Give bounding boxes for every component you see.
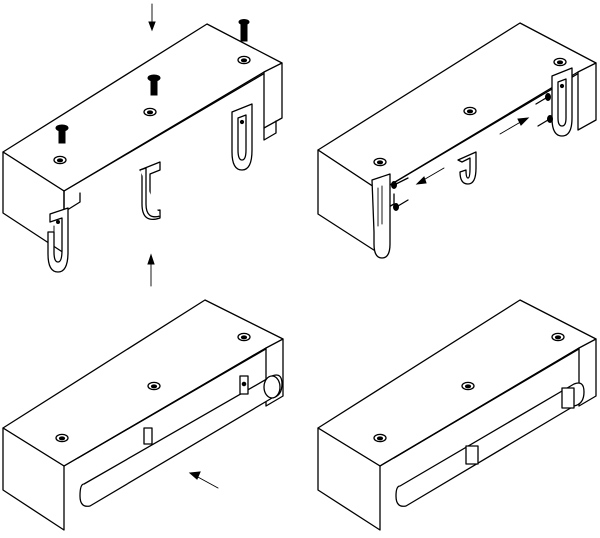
screw-hole-icon xyxy=(373,433,387,443)
shelf-body xyxy=(2,299,284,531)
step-4-panel xyxy=(317,299,597,531)
arrow-icon xyxy=(148,3,156,32)
screw-icon xyxy=(537,115,553,127)
screw-icon xyxy=(238,19,250,42)
arrow-icon xyxy=(499,117,530,135)
screw-hole-icon xyxy=(461,381,475,391)
screw-hole-icon xyxy=(237,332,251,342)
screw-hole-icon xyxy=(463,106,477,116)
screw-icon xyxy=(147,74,161,96)
hook-bracket-icon xyxy=(139,161,161,221)
hook-bracket-icon xyxy=(371,173,391,259)
screw-hole-icon xyxy=(237,55,251,65)
hook-bracket-icon xyxy=(457,151,477,185)
screw-icon xyxy=(393,199,409,211)
screw-hole-icon xyxy=(147,381,161,391)
hook-bracket-icon xyxy=(143,427,153,445)
screw-hole-icon xyxy=(53,155,67,165)
screw-icon xyxy=(535,93,551,105)
step-2-panel xyxy=(317,22,597,259)
hook-bracket-icon xyxy=(47,207,69,273)
step-3-panel xyxy=(2,299,284,531)
hook-bracket-icon xyxy=(239,375,249,395)
step-1-panel xyxy=(2,3,283,287)
screw-hole-icon xyxy=(551,332,565,342)
screw-hole-icon xyxy=(553,57,567,67)
hook-bracket-icon xyxy=(231,103,253,171)
hook-bracket-icon xyxy=(551,67,573,137)
arrow-icon xyxy=(188,471,219,489)
screw-icon xyxy=(55,124,69,144)
arrow-icon xyxy=(415,167,445,185)
hook-bracket-icon xyxy=(465,445,479,465)
shelf-body xyxy=(317,299,597,531)
screw-hole-icon xyxy=(373,157,387,167)
screw-icon xyxy=(391,177,409,189)
screw-hole-icon xyxy=(143,107,157,117)
shelf-body xyxy=(317,22,597,255)
paper-roll-bar xyxy=(79,374,283,507)
shelf-body xyxy=(2,23,283,254)
hook-bracket-icon xyxy=(561,387,575,409)
arrow-icon xyxy=(147,253,155,287)
screw-hole-icon xyxy=(55,433,69,443)
